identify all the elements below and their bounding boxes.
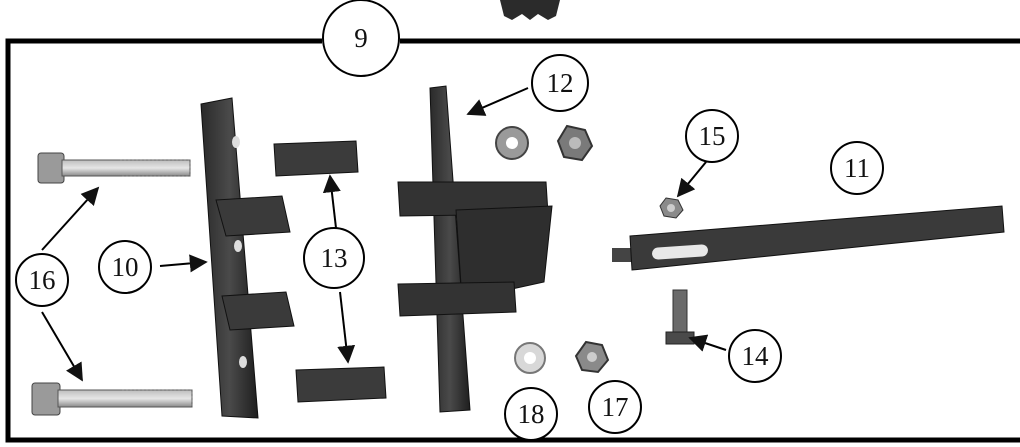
arrow-14: [690, 338, 726, 350]
svg-text:11: 11: [844, 153, 870, 183]
callout-18: 18: [505, 388, 557, 440]
svg-text:16: 16: [29, 265, 56, 295]
svg-text:17: 17: [602, 392, 629, 422]
small-nut: [660, 198, 683, 218]
arrow-16-top: [42, 188, 98, 250]
callout-12: 12: [532, 55, 588, 111]
leader-arrows: [42, 88, 726, 380]
callout-17: 17: [589, 381, 641, 433]
arrow-10: [160, 262, 206, 266]
spacer-tube-top: [274, 141, 358, 176]
svg-text:10: 10: [112, 252, 139, 282]
arrow-13-bottom: [340, 292, 348, 362]
svg-text:18: 18: [518, 399, 545, 429]
svg-text:13: 13: [321, 243, 348, 273]
callout-11: 11: [831, 142, 883, 194]
callout-15: 15: [686, 110, 738, 162]
spacer-tube-bottom: [296, 367, 386, 402]
long-bolt-bottom: [32, 383, 192, 415]
top-partial-part: [500, 0, 560, 20]
svg-text:14: 14: [742, 341, 770, 371]
callout-16: 16: [16, 254, 68, 306]
callout-13: 13: [304, 228, 364, 288]
svg-text:12: 12: [547, 68, 574, 98]
callout-14: 14: [729, 330, 781, 382]
arrow-15: [678, 162, 706, 196]
callout-10: 10: [99, 241, 151, 293]
long-bolt-top: [38, 153, 190, 183]
washer-bottom: [515, 343, 545, 373]
arrow-13-top: [330, 176, 336, 228]
short-bolt: [666, 290, 694, 344]
washer-top: [496, 127, 528, 159]
arrow-16-bottom: [42, 312, 82, 380]
title-number-text: 9: [354, 23, 368, 53]
nut-top: [558, 126, 592, 160]
title-number-callout: 9: [323, 0, 399, 76]
arrow-12: [468, 88, 528, 114]
nut-bottom: [576, 342, 608, 372]
svg-text:15: 15: [699, 121, 726, 151]
